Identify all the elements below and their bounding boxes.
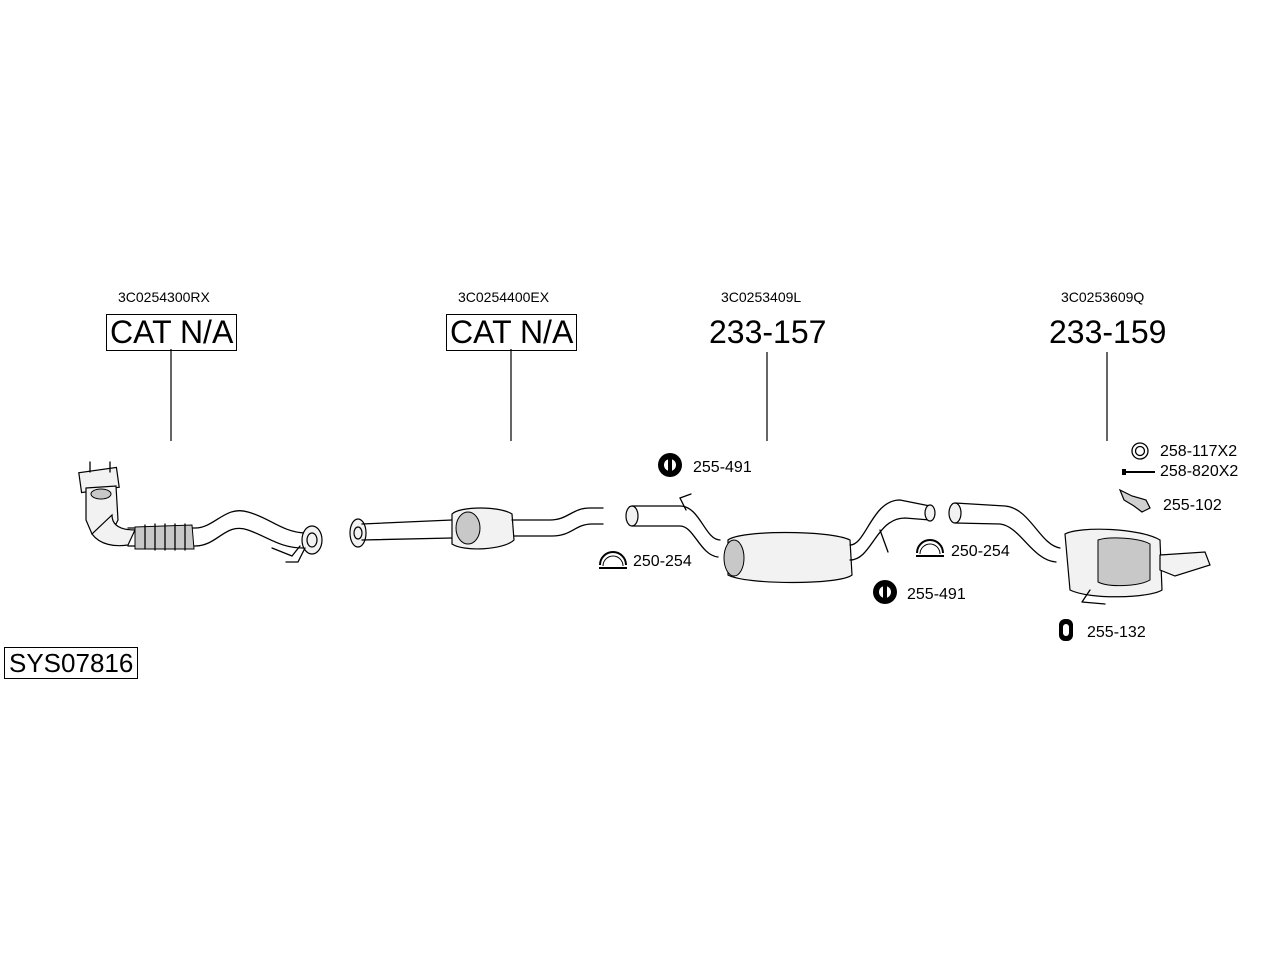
oem-label-center-silencer: 3C0253409L [721, 289, 802, 305]
bolt-icon [1122, 469, 1155, 475]
system-number: SYS07816 [4, 647, 139, 679]
accessory-label-hanger-mid-top: 255-491 [693, 459, 752, 476]
accessory-label-hanger-rear: 255-132 [1087, 624, 1146, 641]
oem-label-catalyst: 3C0254400EX [458, 289, 550, 305]
clamp-icon [916, 539, 944, 557]
ring-icon [1131, 442, 1149, 460]
center-silencer-drawing [625, 493, 936, 584]
hanger-icon [658, 453, 682, 477]
part-ref-front-pipe: CAT N/A [106, 314, 238, 351]
part-ref-center-silencer: 233-157 [709, 314, 827, 350]
front-pipe-drawing [78, 461, 323, 563]
rear-silencer-drawing [948, 502, 1211, 605]
hanger-icon [1059, 619, 1073, 641]
accessory-label-clamp-left: 250-254 [633, 553, 692, 570]
accessory-label-clamp-right: 250-254 [951, 543, 1010, 560]
part-ref-rear-silencer: 233-159 [1049, 314, 1167, 350]
bracket-icon [1118, 488, 1151, 513]
part-ref-catalyst: CAT N/A [446, 314, 578, 351]
accessory-label-bracket: 255-102 [1163, 497, 1222, 514]
accessory-label-ring: 258-117X2 [1160, 443, 1238, 460]
hanger-icon [873, 580, 897, 604]
catalyst-drawing [349, 507, 604, 550]
accessory-label-hanger-mid-bottom: 255-491 [907, 586, 966, 603]
accessory-label-bolt: 258-820X2 [1160, 463, 1239, 480]
oem-label-rear-silencer: 3C0253609Q [1061, 289, 1145, 305]
oem-label-front-pipe: 3C0254300RX [118, 289, 210, 305]
clamp-icon [599, 551, 627, 569]
